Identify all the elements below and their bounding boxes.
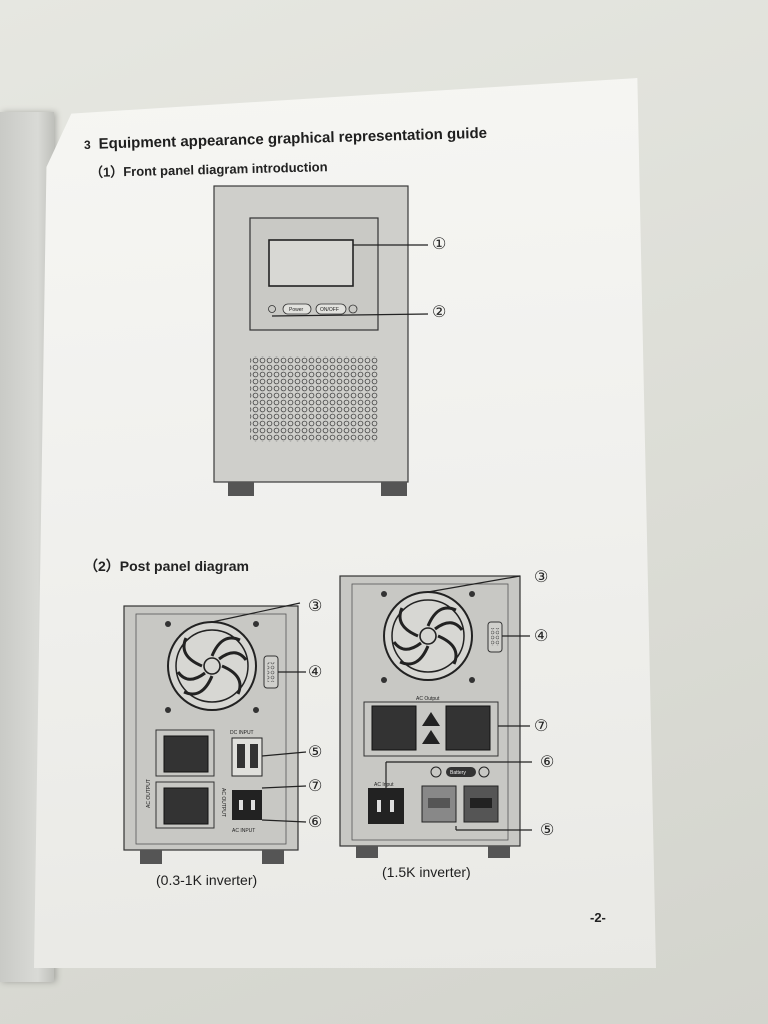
large-callout-fan: ③ xyxy=(534,569,549,586)
small-inverter-caption: (0.3-1K inverter) xyxy=(156,872,258,888)
onoff-button-label: ON/OFF xyxy=(320,307,339,313)
large-output-socket-2 xyxy=(445,705,491,751)
svg-text:AC OUTPUT: AC OUTPUT xyxy=(220,788,226,817)
svg-text:AC Input: AC Input xyxy=(374,782,394,788)
small-callout-port: ④ xyxy=(308,664,323,681)
svg-text:AC INPUT: AC INPUT xyxy=(232,828,255,834)
large-callout-acin: ⑥ xyxy=(540,754,555,771)
front-vent-grille xyxy=(250,356,378,442)
small-output-socket-1 xyxy=(163,735,209,773)
small-callout-acin: ⑦ xyxy=(308,778,323,795)
post-panel-heading: （2）Post panel diagram xyxy=(84,558,249,574)
svg-text:AC OUTPUT: AC OUTPUT xyxy=(146,779,152,808)
large-ac-input xyxy=(368,788,404,824)
indicator-led xyxy=(268,305,276,313)
lcd-display xyxy=(268,239,354,287)
power-button xyxy=(282,303,312,315)
svg-text:DC INPUT: DC INPUT xyxy=(230,730,254,736)
large-callout-outputs: ⑦ xyxy=(534,718,549,735)
power-symbol-icon xyxy=(348,304,358,314)
onoff-button xyxy=(315,303,347,315)
callout-buttons: ② xyxy=(432,304,447,321)
power-button-label: Power xyxy=(289,307,304,313)
front-foot-right xyxy=(381,482,407,496)
svg-text:Battery: Battery xyxy=(450,770,466,776)
small-output-socket-2 xyxy=(163,787,209,825)
large-callout-terminals: ⑤ xyxy=(540,822,555,839)
small-callout-fan: ③ xyxy=(308,598,323,615)
large-inverter-caption: (1.5K inverter) xyxy=(382,864,471,880)
small-callout-socket: ⑥ xyxy=(308,814,323,831)
small-ac-input xyxy=(232,790,262,820)
large-output-socket-1 xyxy=(371,705,417,751)
page-number: -2- xyxy=(590,910,606,925)
svg-text:AC Output: AC Output xyxy=(416,696,440,702)
large-callout-port: ④ xyxy=(534,628,549,645)
front-foot-left xyxy=(228,482,254,496)
callout-display: ① xyxy=(432,236,447,253)
small-callout-breaker: ⑤ xyxy=(308,744,323,761)
